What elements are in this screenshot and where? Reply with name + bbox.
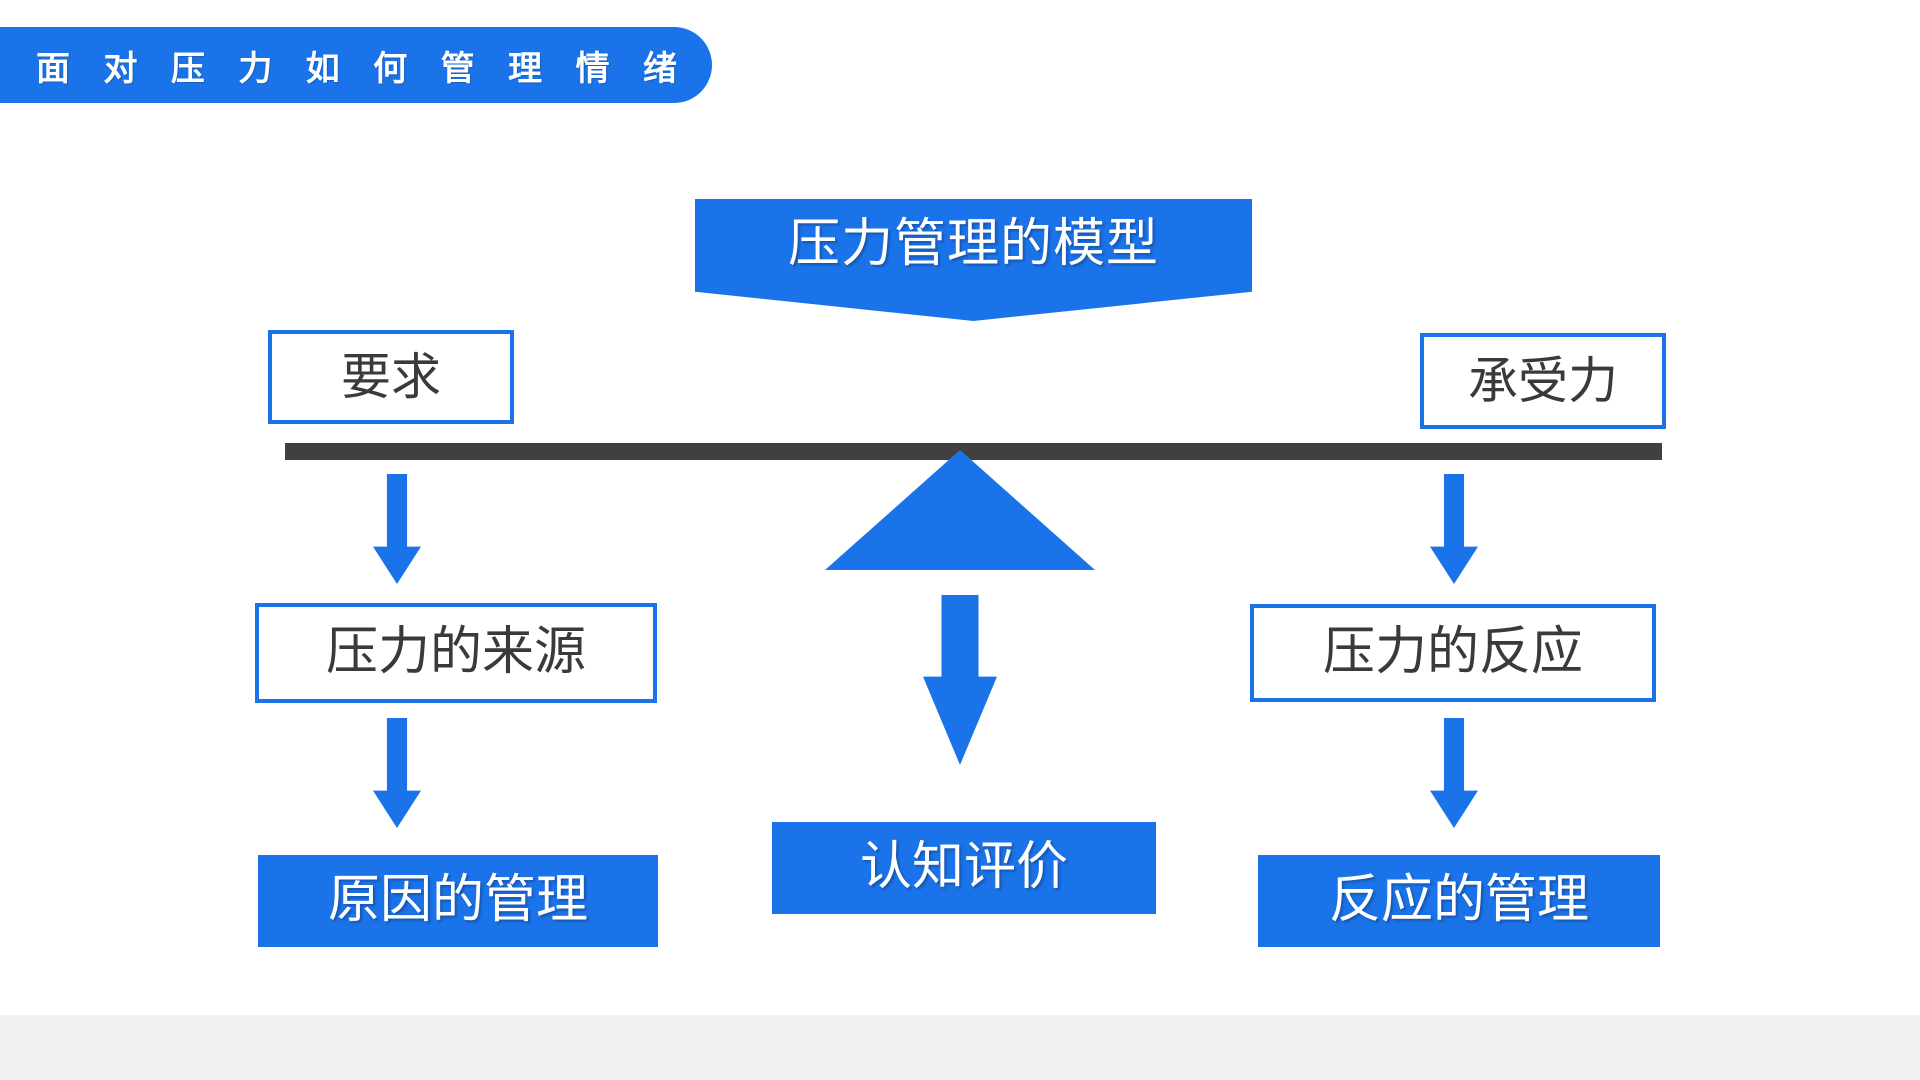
arrow-down-icon-source-to-cause-mgmt	[373, 718, 421, 828]
box-cause-management-label: 原因的管理	[327, 872, 588, 929]
box-cognitive-appraisal[interactable]: 认知评价	[772, 822, 1156, 914]
model-header-pentagon: 压力管理的模型	[695, 199, 1252, 321]
model-header-label: 压力管理的模型	[787, 216, 1159, 273]
box-response-management-label: 反应的管理	[1328, 872, 1589, 929]
arrow-down-icon-response-to-response-mgmt	[1430, 718, 1478, 828]
box-response-management[interactable]: 反应的管理	[1258, 855, 1660, 947]
slide-canvas: 面 对 压 力 如 何 管 理 情 绪 压力管理的模型 要求 承受力 压力的来源…	[0, 27, 1666, 947]
slide-title-banner: 面 对 压 力 如 何 管 理 情 绪	[0, 27, 712, 103]
box-capacity[interactable]: 承受力	[1420, 333, 1666, 429]
box-stress-source-label: 压力的来源	[325, 624, 586, 681]
arrow-down-icon-fulcrum-to-appraisal	[923, 595, 997, 765]
triangle-fulcrum-icon	[825, 450, 1095, 570]
balance-beam-icon	[285, 443, 1662, 460]
box-capacity-label: 承受力	[1468, 353, 1618, 409]
arrow-down-icon-capacity-to-response	[1430, 474, 1478, 584]
box-stress-response-label: 压力的反应	[1322, 624, 1583, 681]
box-stress-source[interactable]: 压力的来源	[255, 603, 657, 703]
box-demand-label: 要求	[341, 349, 441, 405]
box-cognitive-appraisal-label: 认知评价	[859, 839, 1068, 896]
box-stress-response[interactable]: 压力的反应	[1250, 604, 1656, 702]
page-title: 面 对 压 力 如 何 管 理 情 绪	[36, 49, 690, 88]
box-demand[interactable]: 要求	[268, 330, 514, 424]
box-cause-management[interactable]: 原因的管理	[258, 855, 658, 947]
arrow-down-icon-demand-to-source	[373, 474, 421, 584]
bottom-strip	[0, 1015, 1920, 1080]
